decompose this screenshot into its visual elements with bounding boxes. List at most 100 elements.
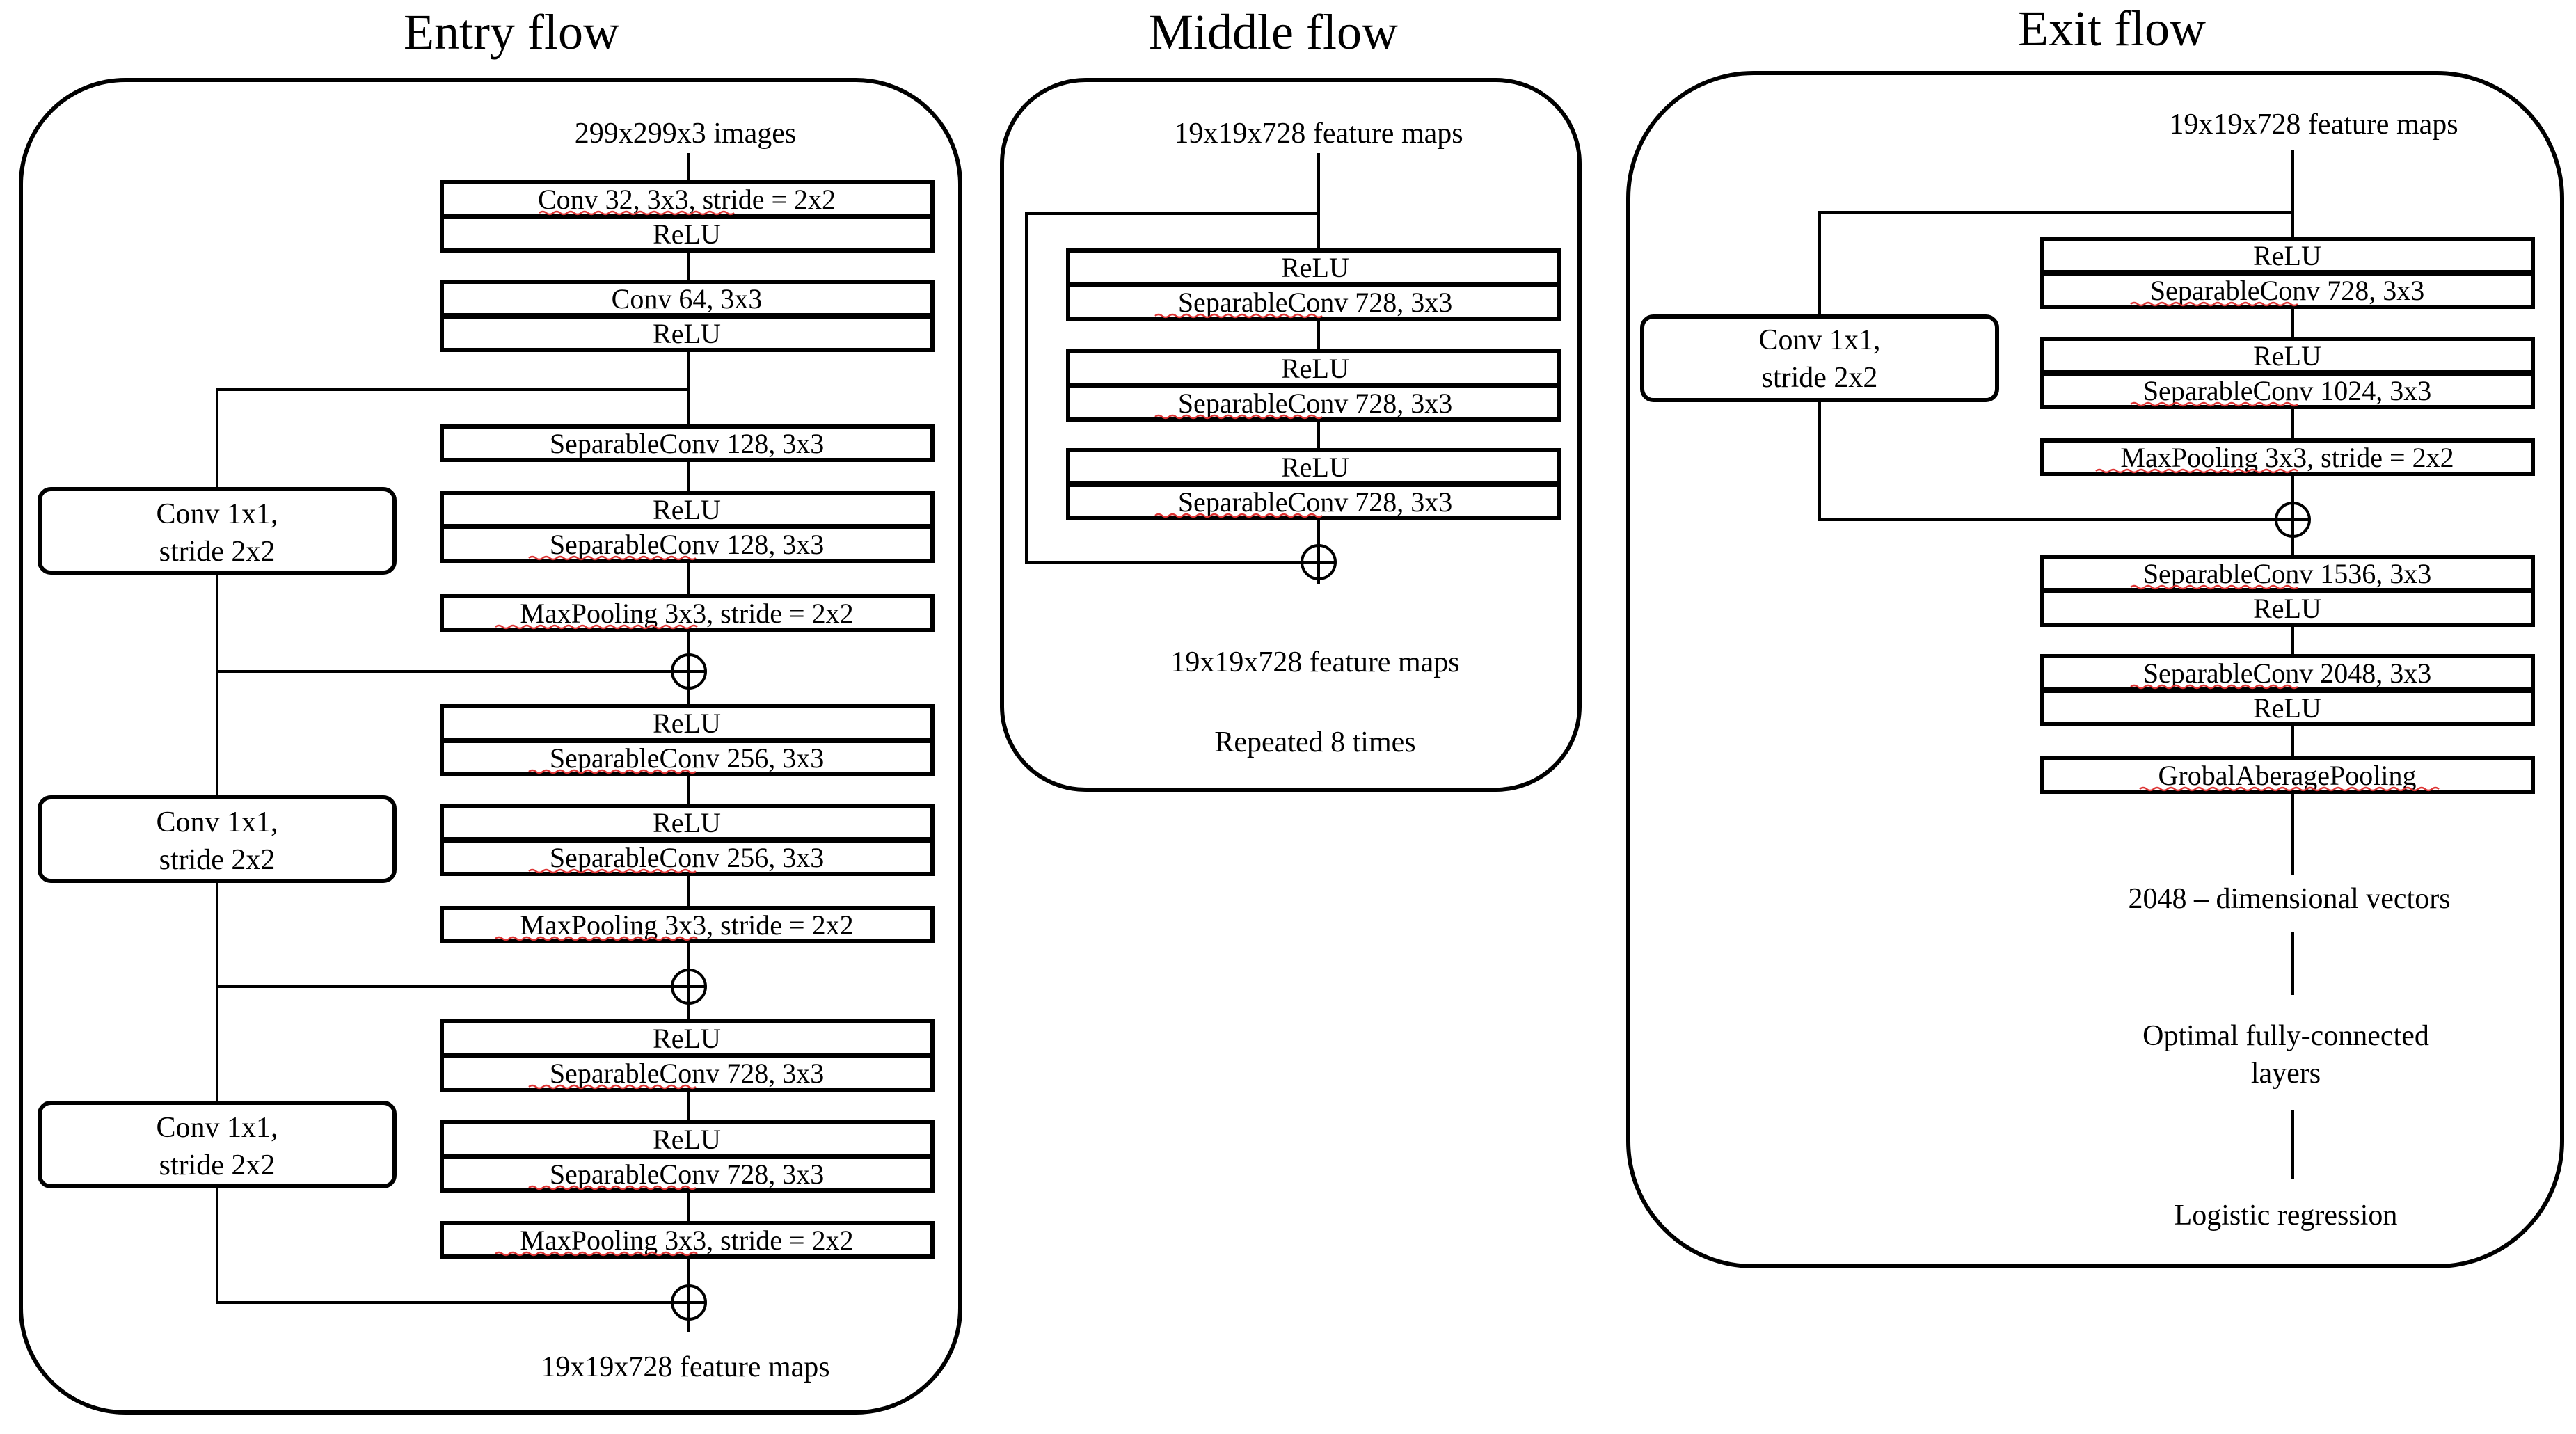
entry-shortcut1-conv-box [38, 487, 397, 575]
entry-b3-sepconv2-layer [440, 1155, 935, 1193]
entry-relu1-label: ReLU [653, 218, 721, 250]
exit-shortcut-line1: Conv 1x1, [1758, 324, 1880, 356]
entry-b3-relu1-label: ReLU [653, 1023, 721, 1054]
entry-shortcut3-conv-box [38, 1101, 397, 1188]
middle-sepconv1-label: SeparableConv 728, 3x3 [1178, 287, 1452, 318]
entry-b2-relu2-label: ReLU [653, 807, 721, 838]
exit-flow-panel: Exit flow 19x19x728 feature maps Conv 1x… [1626, 1, 2564, 1268]
middle-relu2-label: ReLU [1281, 353, 1349, 384]
middle-flow-border [1000, 78, 1582, 792]
entry-b1-maxpool-layer [440, 594, 935, 632]
squiggle-entry-b2-sep1 [528, 769, 697, 774]
exit-sepconv1-layer [2040, 271, 2535, 309]
entry-input-label: 299x299x3 images [575, 118, 796, 150]
entry-conv32-label: Conv 32, 3x3, stride = 2x2 [538, 184, 836, 215]
entry-b2-sepconv2-layer [440, 838, 935, 876]
squiggle-middle-sep3 [1154, 513, 1323, 518]
entry-flow-panel: Entry flow 299x299x3 images Conv 32, 3x3… [19, 4, 962, 1415]
entry-shortcut2-line2: stride 2x2 [159, 844, 276, 876]
middle-flow-title: Middle flow [1149, 4, 1398, 60]
exit-relu3-label: ReLU [2253, 593, 2321, 624]
exit-relu2-label: ReLU [2253, 340, 2321, 372]
exit-relu4-label: ReLU [2253, 692, 2321, 724]
squiggle-entry-b3-sep1 [528, 1084, 697, 1090]
exit-flow-border [1626, 71, 2564, 1268]
exit-sepconv4-label: SeparableConv 2048, 3x3 [2143, 658, 2431, 689]
exit-flow-title: Exit flow [2018, 1, 2206, 56]
exit-input-label: 19x19x728 feature maps [2169, 109, 2458, 141]
entry-b2-relu2-layer [440, 804, 935, 841]
spellcheck-underlines [495, 210, 2440, 1257]
squiggle-entry-b2-sep2 [528, 868, 697, 874]
entry-b3-sepconv1-label: SeparableConv 728, 3x3 [550, 1058, 824, 1089]
entry-flow-border [19, 78, 962, 1415]
exit-sepconv3-label: SeparableConv 1536, 3x3 [2143, 558, 2431, 589]
exit-relu3-layer [2040, 589, 2535, 627]
squiggle-entry-b3-sep2 [528, 1185, 697, 1190]
entry-b3-sepconv1-layer [440, 1054, 935, 1092]
entry-b2-maxpool-label: MaxPooling 3x3, stride = 2x2 [520, 909, 853, 941]
entry-shortcut3-line2: stride 2x2 [159, 1149, 276, 1181]
entry-b3-sepconv2-label: SeparableConv 728, 3x3 [550, 1158, 824, 1190]
entry-b2-sepconv2-label: SeparableConv 256, 3x3 [550, 842, 824, 873]
middle-sepconv1-layer [1066, 283, 1561, 321]
squiggle-exit-sep4 [2130, 684, 2298, 690]
entry-shortcut1-line2: stride 2x2 [159, 536, 276, 568]
entry-conv64-label: Conv 64, 3x3 [612, 283, 763, 314]
exit-fc-line1: Optimal fully-connected [2142, 1020, 2429, 1052]
exit-sepconv2-layer [2040, 372, 2535, 409]
squiggle-entry-b3-pool [495, 1251, 698, 1257]
middle-relu3-label: ReLU [1281, 452, 1349, 483]
entry-b3-relu2-label: ReLU [653, 1124, 721, 1155]
entry-output-label: 19x19x728 feature maps [541, 1351, 829, 1383]
entry-b1-relu-label: ReLU [653, 494, 721, 525]
entry-relu2-label: ReLU [653, 318, 721, 349]
entry-b2-sepconv1-layer [440, 739, 935, 776]
exit-shortcut-conv-box [1640, 314, 1999, 402]
entry-relu2-layer [440, 314, 935, 352]
exit-relu1-label: ReLU [2253, 240, 2321, 271]
squiggle-exit-sep2 [2130, 401, 2298, 407]
exit-relu4-layer [2040, 689, 2535, 726]
middle-relu3-layer [1066, 448, 1561, 486]
entry-b2-relu1-label: ReLU [653, 708, 721, 739]
squiggle-exit-gap [2139, 786, 2440, 792]
middle-relu2-layer [1066, 349, 1561, 387]
entry-conv32-layer [440, 180, 935, 218]
entry-b1-sepconv2-label: SeparableConv 128, 3x3 [550, 529, 824, 560]
exit-maxpool-layer [2040, 438, 2535, 476]
squiggle-middle-sep1 [1154, 313, 1323, 319]
entry-b1-relu-layer [440, 491, 935, 528]
entry-b1-maxpool-label: MaxPooling 3x3, stride = 2x2 [520, 598, 853, 629]
middle-sepconv3-label: SeparableConv 728, 3x3 [1178, 486, 1452, 518]
entry-flow-title: Entry flow [404, 4, 619, 60]
squiggle-entry-b1-sep2 [528, 555, 697, 561]
squiggle-exit-pool [2095, 468, 2298, 474]
entry-b3-maxpool-layer [440, 1221, 935, 1259]
exit-add-icon [2275, 502, 2311, 538]
exit-fc-line2: layers [2251, 1058, 2321, 1090]
entry-b1-sepconv1-label: SeparableConv 128, 3x3 [550, 428, 824, 459]
exit-relu1-layer [2040, 237, 2535, 274]
squiggle-exit-sep1 [2130, 301, 2298, 307]
exit-gap-label: GrobalAberagePooling [2158, 760, 2416, 791]
entry-shortcut3-line1: Conv 1x1, [156, 1112, 278, 1144]
entry-b1-sepconv1-layer [440, 424, 935, 462]
squiggle-entry-conv32 [539, 210, 735, 216]
exit-maxpool-label: MaxPooling 3x3, stride = 2x2 [2120, 442, 2454, 473]
middle-flow-panel: Middle flow 19x19x728 feature maps ReLU … [1000, 4, 1582, 792]
entry-b2-maxpool-layer [440, 906, 935, 943]
middle-relu1-label: ReLU [1281, 252, 1349, 283]
entry-shortcut1-line1: Conv 1x1, [156, 498, 278, 530]
middle-output-label: 19x19x728 feature maps [1170, 646, 1459, 678]
exit-final-label: Logistic regression [2175, 1200, 2398, 1232]
exit-sepconv2-label: SeparableConv 1024, 3x3 [2143, 375, 2431, 406]
exit-sepconv1-label: SeparableConv 728, 3x3 [2150, 275, 2424, 306]
entry-add3-icon [671, 1284, 707, 1321]
entry-b1-sepconv2-layer [440, 525, 935, 563]
entry-shortcut2-conv-box [38, 795, 397, 883]
squiggle-entry-b1-pool [495, 624, 698, 630]
exit-vectors-label: 2048 – dimensional vectors [2128, 883, 2450, 915]
squiggle-middle-sep2 [1154, 414, 1323, 420]
